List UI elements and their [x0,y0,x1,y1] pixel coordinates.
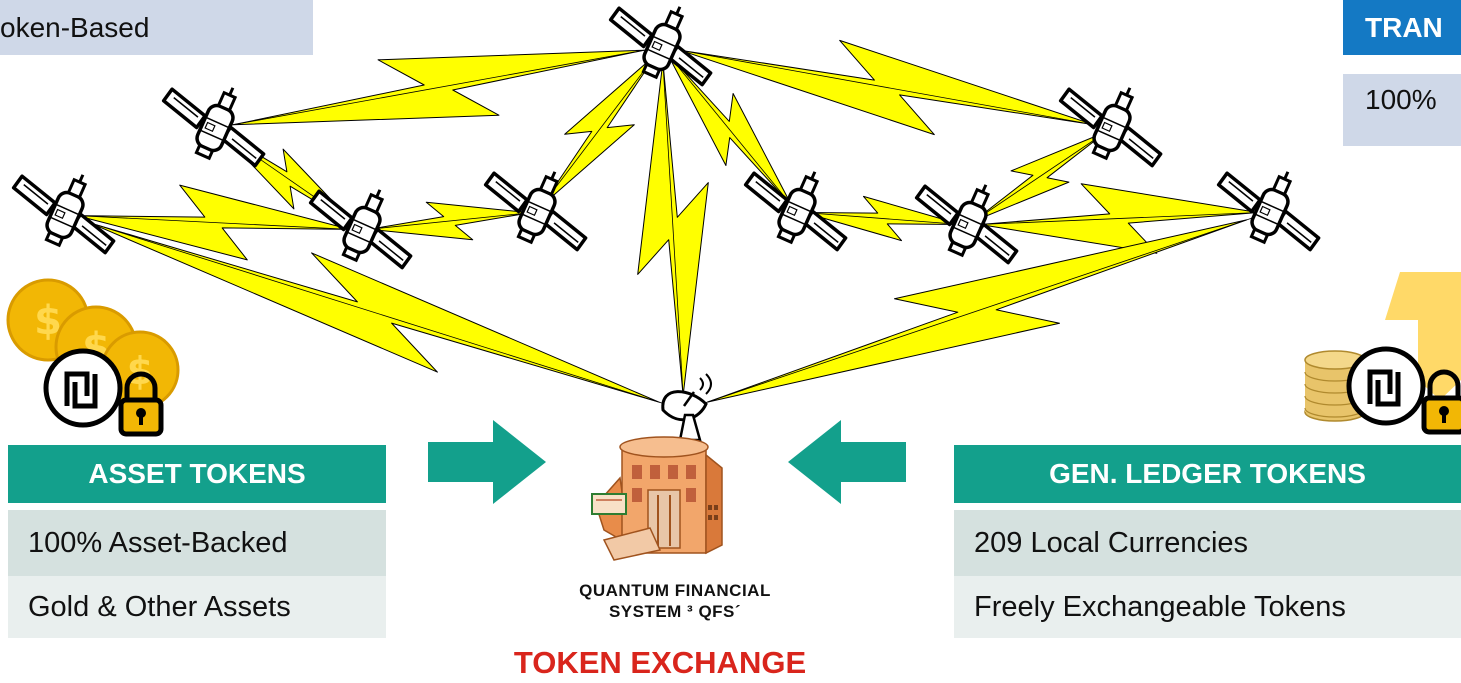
top-right-row-text: 100% [1365,84,1437,115]
link-line [661,46,1113,129]
link-line [361,211,538,231]
satellite-dish-icon [661,373,712,442]
right-arrow-icon [428,420,546,504]
satellite-icon [1203,146,1340,264]
ledger-tokens-title: GEN. LEDGER TOKENS [1049,458,1366,489]
link-line [967,127,1113,226]
svg-text:$: $ [127,349,153,393]
asset-tokens-row: Gold & Other Assets [8,576,386,638]
lightning-links [76,39,1259,403]
qfs-caption: QUANTUM FINANCIAL SYSTEM ³ QFS´ [540,580,810,622]
top-right-header-text: TRAN [1365,11,1443,43]
link-line [661,46,798,213]
top-right-row: 100% [1343,74,1461,146]
link-line [796,211,969,226]
asset-tokens-row-text: Gold & Other Assets [28,590,291,623]
top-left-label-text: oken-Based [0,11,150,43]
ledger-tokens-row-text: 209 Local Currencies [974,526,1249,559]
down-arrow-icon [1385,272,1461,400]
qfs-caption-line: QUANTUM FINANCIAL [579,581,771,600]
link-line [683,211,1271,411]
left-arrow-icon [788,420,906,504]
asset-tokens-row-text: 100% Asset-Backed [28,526,288,559]
asset-tokens-header: ASSET TOKENS [8,445,386,503]
ledger-tokens-row: Freely Exchangeable Tokens [954,576,1461,638]
ledger-tokens-row-text: Freely Exchangeable Tokens [974,590,1346,623]
link-lines [64,46,1271,411]
link-line [64,214,363,231]
link-line [536,46,663,213]
bank-building-icon [591,436,723,561]
ledger-tokens-row: 209 Local Currencies [954,510,1461,576]
top-left-label: oken-Based [0,0,313,55]
ledger-tokens-header: GEN. LEDGER TOKENS [954,445,1461,503]
qfs-caption-line: SYSTEM ³ QFS´ [608,602,742,621]
asset-tokens-row: 100% Asset-Backed [8,510,386,576]
satellite-icon [0,149,135,267]
token-exchange-title: TOKEN EXCHANGE [513,645,807,680]
asset-tokens-title: ASSET TOKENS [88,458,306,489]
top-right-header: TRAN [1343,0,1461,55]
link-line [214,46,663,129]
link-line [661,46,685,411]
link-line [64,214,685,411]
link-line [967,211,1271,226]
satellite-icon [730,146,867,264]
